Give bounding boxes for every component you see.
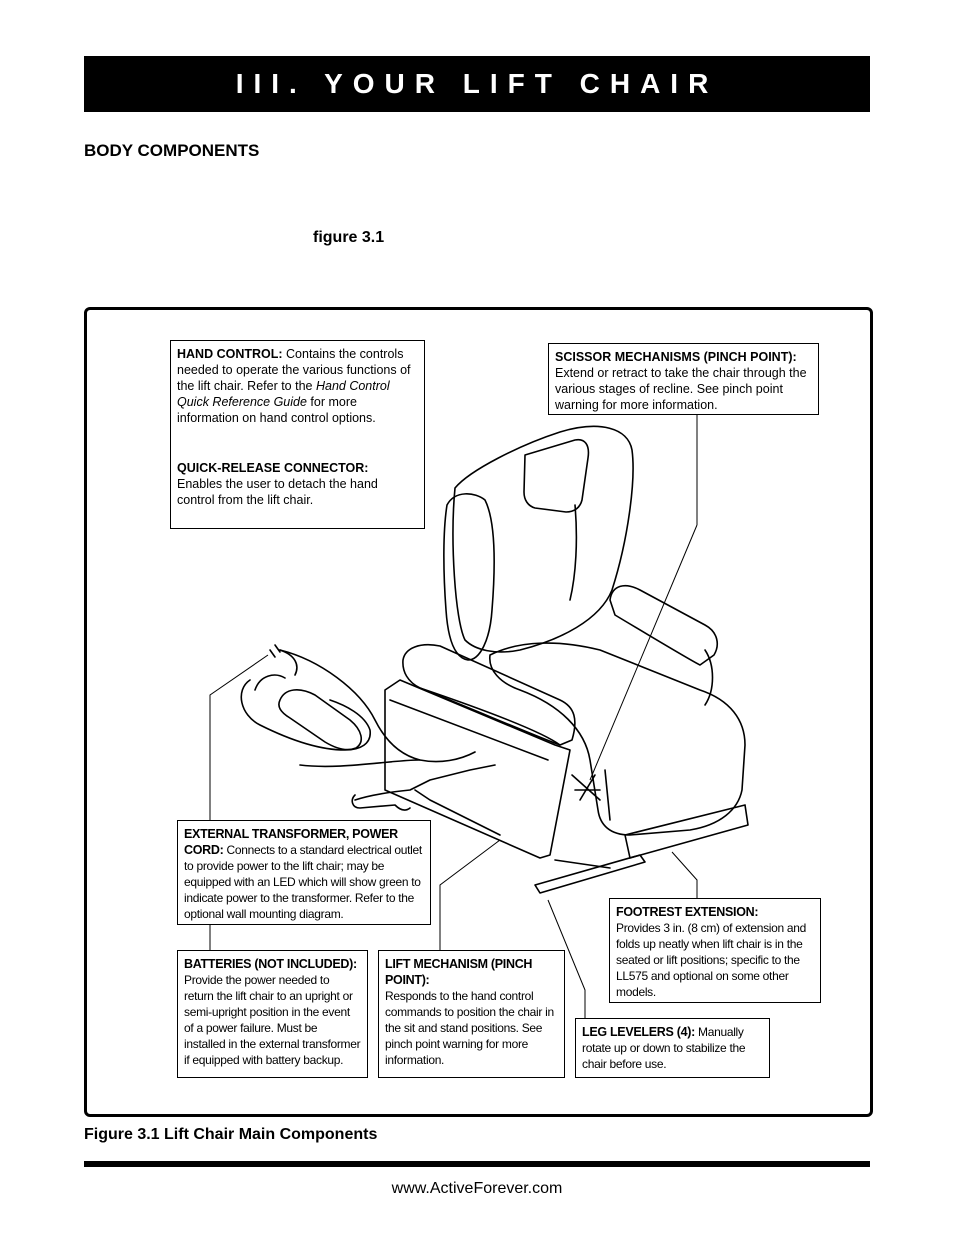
- batteries-title: BATTERIES (NOT INCLUDED):: [184, 957, 357, 971]
- base-rail: [354, 764, 496, 801]
- right-arm: [609, 584, 719, 666]
- left-arm: [402, 644, 576, 746]
- chapter-banner: III. YOUR LIFT CHAIR: [84, 56, 870, 112]
- footer-rule: [84, 1161, 870, 1167]
- footer-url[interactable]: www.ActiveForever.com: [391, 1180, 563, 1197]
- footrest: [624, 804, 749, 859]
- transformer-text: Connects to a standard electrical outlet…: [184, 843, 422, 921]
- chapter-title: III. YOUR LIFT CHAIR: [235, 68, 719, 99]
- callout-footrest-extension: FOOTREST EXTENSION: Provides 3 in. (8 cm…: [609, 898, 821, 1003]
- backrest-seam: [569, 504, 578, 601]
- leg-levelers-text: Manually rotate up or down to stabilize …: [582, 1025, 746, 1071]
- section-heading: BODY COMPONENTS: [84, 141, 260, 160]
- leg-levelers-title: LEG LEVELERS (4):: [582, 1025, 695, 1039]
- lift-mechanism-text: Responds to the hand control commands to…: [385, 989, 554, 1067]
- callout-quick-release: QUICK-RELEASE CONNECTOR: Enables the use…: [177, 460, 418, 508]
- batteries-text: Provide the power needed to return the l…: [184, 973, 361, 1067]
- figure-caption: Figure 3.1 Lift Chair Main Components: [84, 1126, 378, 1143]
- callout-lift-mechanism: LIFT MECHANISM (PINCH POINT): Responds t…: [378, 950, 565, 1078]
- scissor-title: SCISSOR MECHANISMS (PINCH POINT):: [555, 350, 797, 364]
- callout-leg-levelers: LEG LEVELERS (4): Manually rotate up or …: [575, 1018, 770, 1078]
- quick-release-text: Enables the user to detach the hand cont…: [177, 477, 378, 507]
- callout-external-transformer: EXTERNAL TRANSFORMER, POWER CORD: Connec…: [177, 820, 431, 925]
- callout-hand-control: HAND CONTROL: Contains the controls need…: [170, 340, 425, 529]
- scissor-mechanism: [571, 774, 601, 801]
- leader-lines: [209, 415, 698, 1018]
- hand-control-text-a: Contains the controls needed to operate …: [177, 347, 411, 393]
- transformer-title: EXTERNAL TRANSFORMER, POWER CORD:: [184, 827, 398, 857]
- hand-control-title: HAND CONTROL:: [177, 347, 283, 361]
- quick-release-title: QUICK-RELEASE CONNECTOR:: [177, 461, 369, 475]
- footrest-title: FOOTREST EXTENSION:: [616, 905, 759, 919]
- seat-cushion: [489, 642, 746, 836]
- lift-mechanism-title: LIFT MECHANISM (PINCH POINT):: [385, 957, 533, 987]
- backrest-outline: [452, 425, 634, 653]
- footrest-text: Provides 3 in. (8 cm) of extension and f…: [616, 921, 807, 999]
- figure-frame: [84, 307, 873, 1117]
- hand-control-cord: [240, 679, 371, 751]
- scissor-text: Extend or retract to take the chair thro…: [555, 366, 807, 412]
- callout-batteries: BATTERIES (NOT INCLUDED): Provide the po…: [177, 950, 368, 1078]
- hand-control: [278, 689, 363, 751]
- hand-control-text-b: for more information on hand control opt…: [177, 395, 376, 425]
- callout-scissor-mechanisms: SCISSOR MECHANISMS (PINCH POINT): Extend…: [548, 343, 819, 415]
- wing-left: [443, 493, 495, 661]
- power-cord: [279, 649, 476, 763]
- headrest: [523, 438, 590, 513]
- hand-control-guide-title: Hand Control Quick Reference Guide: [177, 379, 390, 409]
- figure-label: figure 3.1: [313, 229, 385, 246]
- front-panel: [384, 679, 571, 859]
